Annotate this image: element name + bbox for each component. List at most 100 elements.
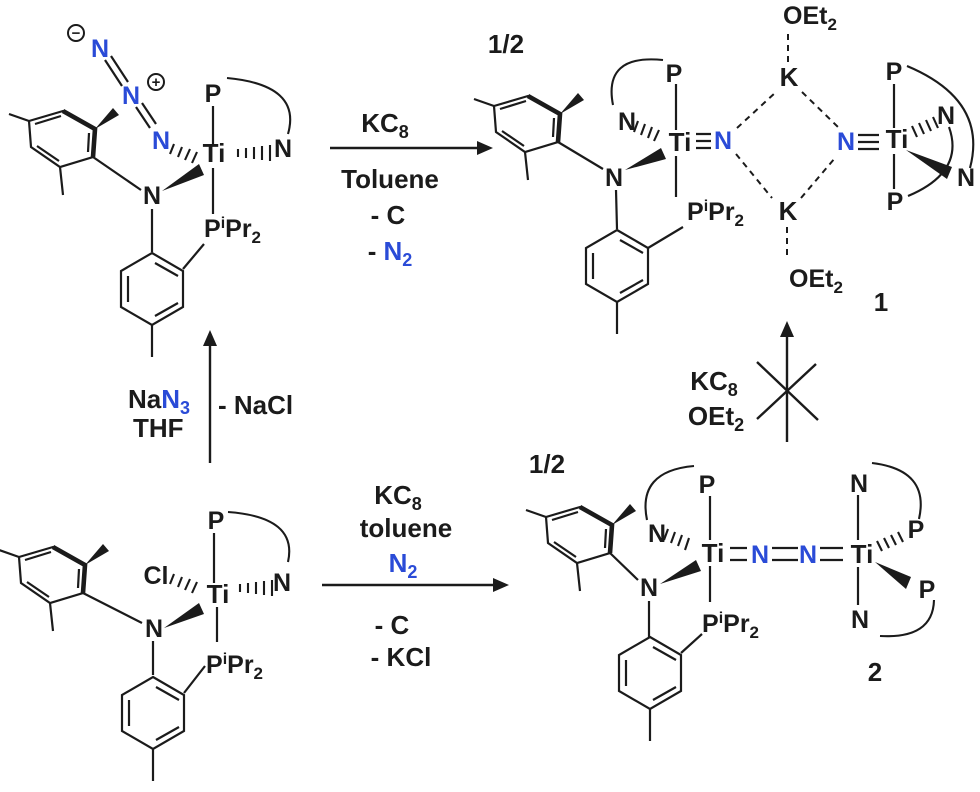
ether-top-label: OEt2 [783,2,837,34]
reduction-arrow-top: KC8 Toluene - C -N2 [330,108,493,270]
n-donor-label: N [274,135,292,163]
k-top-label: K [780,62,799,92]
right-ti-label: Ti [851,539,874,569]
ti-n-hashed-bond [238,580,274,596]
compound-2-label: 2 [868,657,882,687]
n-donor-label: N [273,569,291,597]
ti-n-n-ti-double-bonds [730,546,843,562]
left-n-donor-label: N [648,520,666,548]
left-nitride-label: N [714,127,732,155]
reagent-kc8: KC8 [690,366,738,400]
left-amide-ti-wedge [625,148,666,170]
right-p-bottom-label: P [887,188,904,216]
right-ti-n-hashed-bond [911,116,939,138]
left-ti-label: Ti [702,538,725,568]
minus-charge: − [72,25,81,42]
right-nitride-label: N [837,128,855,156]
bridge-n2-label: N [799,541,817,569]
azide-n-terminal-label: N [91,35,109,63]
k-bottom-label: K [779,196,798,226]
ether-bottom-label: OEt2 [789,265,843,297]
left-ti-label: Ti [669,127,692,157]
right-p-upper-label: P [908,516,925,544]
right-n-top-label: N [850,470,868,498]
loss-carbon: - C [375,610,410,640]
minus-charge-circle [67,24,85,42]
cl-ti-hashed-bond [169,573,198,594]
solvent-toluene: toluene [360,513,452,543]
right-p-top-label: P [886,58,903,86]
right-n-lower-label: N [957,164,975,192]
left-pn-chelate-arc [644,464,695,521]
right-ti-p-hashed-bond [876,531,904,552]
cross-out-x [756,361,819,421]
coefficient-half: 1/2 [488,29,524,59]
left-n-ti-hashed-bond [633,120,660,142]
phosphine-label: PiPr2 [687,198,744,230]
left-amide-ti-wedge [660,560,701,584]
amide-ti-wedge-bond [162,164,204,191]
left-n-amide-label: N [640,574,658,602]
ti-n-hashed-bond [236,145,272,161]
coefficient-half: 1/2 [529,449,565,479]
right-ti-label: Ti [886,124,909,154]
solvent-thf: THF [133,413,184,443]
reagent-nan3: NaN3 [128,384,190,418]
pn-chelate-arc [226,76,292,135]
reduction-arrow-bottom: KC8 toluene N2 - C - KCl [322,480,509,672]
p-top-label: P [205,80,222,108]
bridge-n1-label: N [751,541,769,569]
n-amide-label: N [143,182,161,210]
arrow-head [493,578,509,592]
phosphine-label: PiPr2 [702,610,759,642]
arrow-head [477,141,493,155]
right-p-lower-label: P [919,576,936,604]
p-top-label: P [208,507,225,535]
bonds [92,55,215,270]
arrow-head [203,330,217,346]
phosphine-label: PiPr2 [206,651,263,683]
azide-n-middle-label: N [122,82,140,110]
right-nitride-ti-triple-bond [858,133,879,151]
reagent-kc8: KC8 [374,480,422,514]
left-p-top-label: P [666,60,683,88]
left-bonds [609,496,712,654]
right-ti-p-wedge [875,562,911,589]
loss-carbon: - C [371,200,406,230]
compound-1-label: 1 [874,287,888,317]
left-p-top-label: P [699,471,716,499]
right-pn-chelate-arcs [871,461,936,638]
arrow-head [780,321,794,337]
left-n-ti-hashed-bond [663,528,690,551]
azide-ti-hashed-bond [169,143,198,164]
blocked-route-arrow: KC8 OEt2 [688,321,819,442]
reagent-dinitrogen: N2 [389,548,418,582]
right-n-upper-label: N [937,102,955,130]
azide-complex: − + N N N Ti P N N PiPr2 [9,24,292,359]
n-amide-label: N [145,615,163,643]
plus-charge: + [152,74,161,91]
cl-label: Cl [144,562,169,590]
left-n-amide-label: N [605,164,623,192]
left-ti-nitride-triple-bond [696,132,711,150]
left-n-donor-label: N [618,108,636,136]
right-ti-n-wedge [906,150,952,179]
chloride-complex: Cl Ti P N N PiPr2 [0,507,291,783]
ti-label: Ti [203,138,226,168]
plus-charge-circle [147,73,165,91]
reagent-kc8: KC8 [361,108,409,142]
left-bonds [557,84,684,249]
azide-n-inner-label: N [152,127,170,155]
right-n-bottom-label: N [851,606,869,634]
amide-ti-wedge-bond [164,603,204,628]
loss-nacl: - NaCl [218,390,293,420]
loss-dinitrogen: -N2 [368,236,412,270]
salt-metathesis-arrow: NaN3 THF - NaCl [128,330,293,463]
bonds [82,533,219,694]
nitride-dimer-1: 1/2 OEt2 OEt2 K K P N Ti N N PiPr2 N Ti … [474,2,975,336]
solvent-ether: OEt2 [688,401,744,435]
pn-chelate-arc [227,510,291,563]
loss-kcl: - KCl [371,642,432,672]
